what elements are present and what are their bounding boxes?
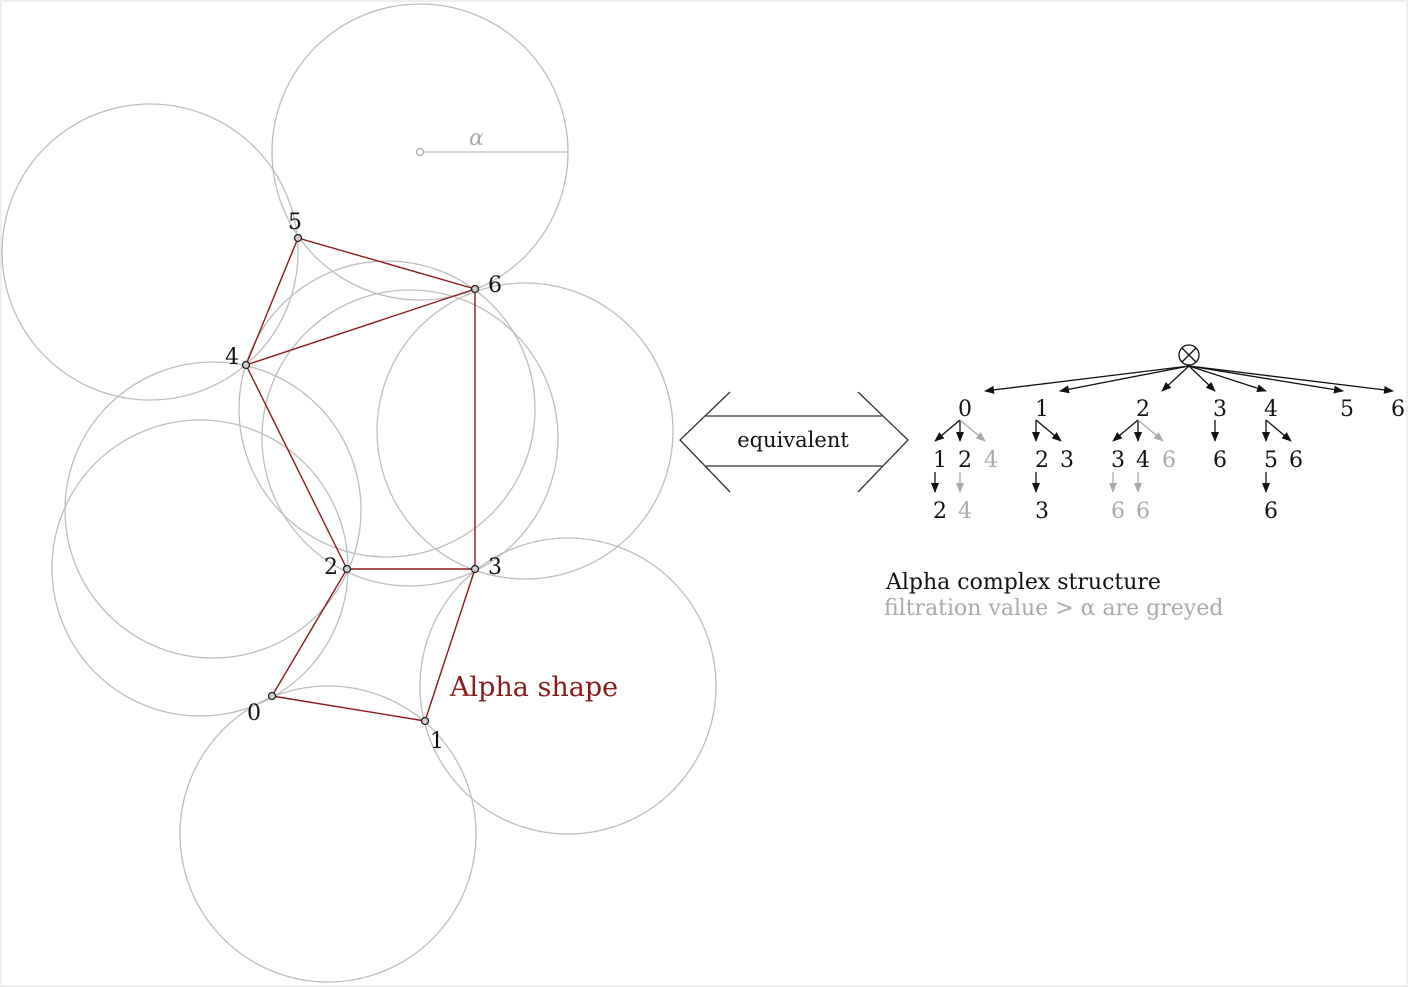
tree-node-l2-4: 3	[1060, 448, 1074, 473]
tree-edge-1	[1059, 365, 1190, 394]
alpha-circle-3	[376, 282, 674, 580]
tree-caption: Alpha complex structure	[885, 570, 1161, 595]
tree-node-l1-0: 0	[958, 397, 972, 422]
tree-caption-greyed-note: filtration value > α are greyed	[884, 596, 1223, 621]
vertex-label-1: 1	[430, 729, 444, 754]
tree-node-l2-10: 6	[1289, 448, 1303, 473]
alpha-shape-edges	[245, 237, 476, 722]
tree-edge-7	[934, 419, 961, 442]
alpha-circle-6	[261, 289, 559, 587]
tree-node-l2-1: 2	[958, 448, 972, 473]
vertex-label-5: 5	[288, 210, 302, 235]
vertex-5	[293, 233, 303, 243]
tree-edge-14	[1137, 419, 1164, 442]
tree-node-l3-3: 6	[1111, 499, 1125, 524]
tree-edge-5	[1188, 365, 1344, 394]
tree-edge-9	[959, 419, 986, 442]
edge-4-5	[245, 237, 299, 366]
vertex-1	[420, 716, 430, 726]
edge-0-2	[271, 568, 348, 697]
tree-edges	[931, 365, 1394, 493]
alpha-circles	[1, 3, 717, 983]
vertex-label-2: 2	[324, 555, 338, 580]
edge-1-3	[424, 568, 476, 722]
vertex-label-6: 6	[488, 273, 502, 298]
tree-node-l1-5: 5	[1340, 397, 1354, 422]
tree-node-l2-9: 5	[1264, 448, 1278, 473]
alpha-circle-1	[419, 537, 717, 835]
edge-5-6	[297, 237, 476, 290]
tree-root	[1178, 344, 1200, 366]
tree-node-l2-8: 6	[1213, 448, 1227, 473]
tree-edge-12	[1112, 419, 1139, 442]
vertex-label-0: 0	[247, 701, 261, 726]
tree-node-l3-2: 3	[1035, 499, 1049, 524]
vertex-4	[241, 360, 251, 370]
tree-node-l2-5: 3	[1111, 448, 1125, 473]
alpha-circle-2	[64, 361, 362, 659]
alpha-circle-4	[1, 103, 299, 401]
vertex-3	[470, 564, 480, 574]
tree-edge-4	[1188, 365, 1267, 393]
tree-node-l2-3: 2	[1035, 448, 1049, 473]
vertex-2	[342, 564, 352, 574]
tree-edge-6	[1188, 365, 1394, 394]
tree-node-l3-0: 2	[933, 499, 947, 524]
equivalent-arrow: equivalent	[679, 391, 909, 493]
tree-edge-0	[984, 365, 1190, 394]
tree-node-l3-4: 6	[1136, 499, 1150, 524]
tree-node-l2-6: 4	[1136, 448, 1150, 473]
vertex-labels: 0 1 2 3 4 5 6	[225, 210, 502, 754]
tree-node-l1-3: 3	[1213, 397, 1227, 422]
vertex-0	[267, 691, 277, 701]
alpha-shape-label: Alpha shape	[449, 672, 618, 703]
tree-edge-2	[1161, 365, 1190, 392]
tree-node-l2-2: 4	[984, 448, 998, 473]
tree-node-l2-0: 1	[933, 448, 947, 473]
alpha-circle-0	[179, 685, 477, 983]
tree-node-l2-7: 6	[1162, 448, 1176, 473]
equivalent-label: equivalent	[737, 428, 849, 452]
tree-edge-3	[1188, 365, 1216, 392]
vertex-label-4: 4	[225, 345, 239, 370]
edge-0-1	[271, 695, 426, 722]
alpha-circle-7	[51, 419, 349, 717]
tree-node-l1-1: 1	[1035, 397, 1049, 422]
edge-4-6	[245, 288, 476, 366]
radius-indicator: α	[415, 126, 568, 157]
radius-alpha-label: α	[469, 126, 484, 151]
tree-edge-11	[1035, 419, 1062, 442]
simplex-tree: 0 1 2 3 4 5 6 1 2 4 2 3 3 4 6 6 5 6 2 4 …	[931, 344, 1405, 524]
tree-node-l1-2: 2	[1136, 397, 1150, 422]
alpha-shape-vertices	[241, 233, 480, 726]
vertex-6	[470, 284, 480, 294]
tree-node-l3-1: 4	[958, 499, 972, 524]
tree-node-l1-4: 4	[1264, 397, 1278, 422]
tree-node-l3-5: 6	[1264, 499, 1278, 524]
tree-edge-17	[1265, 419, 1292, 442]
vertex-label-3: 3	[488, 555, 502, 580]
tree-nodes: 0 1 2 3 4 5 6 1 2 4 2 3 3 4 6 6 5 6 2 4 …	[933, 397, 1405, 524]
tree-node-l1-6: 6	[1391, 397, 1405, 422]
edge-2-4	[245, 364, 348, 570]
alpha-circle-5	[238, 260, 536, 558]
